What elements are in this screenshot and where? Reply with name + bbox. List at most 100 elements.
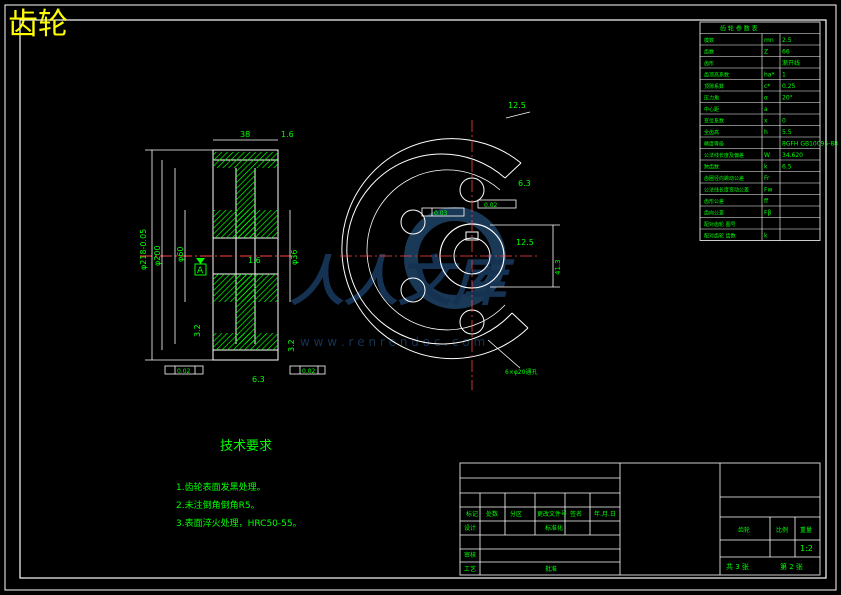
rough-16b: 1.6 (248, 256, 261, 265)
hole-2 (400, 209, 426, 235)
title-block-text: 标记 处数 分区 更改文件号 签名 年.月.日 设计 标准化 审核 工艺 批准 … (464, 510, 813, 573)
section-view (140, 149, 300, 361)
param-name: 中心距 (704, 106, 719, 113)
param-name: 配对齿轮 齿数 (704, 233, 736, 240)
param-value: 0.25 (782, 83, 796, 90)
outer-rim-arc (341, 138, 529, 360)
param-symbol: k (764, 233, 768, 240)
param-symbol: x (764, 118, 768, 125)
inner-border (19, 19, 827, 579)
param-name: 齿向公差 (704, 210, 724, 217)
tb-h2: 处数 (486, 510, 498, 518)
tb-scale: 1:2 (800, 544, 813, 553)
hole-3 (400, 277, 426, 303)
gdt-value-3: 0.03 (434, 210, 448, 217)
rough-16a: 1.6 (281, 130, 294, 139)
param-symbol: Fr (764, 175, 770, 182)
front-centerlines (340, 120, 540, 390)
rough-63b: 6.3 (518, 179, 531, 188)
dim-phi218: φ218-0.05 (139, 229, 148, 270)
param-name: 齿顶高系数 (704, 72, 729, 79)
param-symbol: Z (764, 49, 768, 56)
hatch-web-bottom (236, 274, 255, 344)
front-dim-labels: 12.5 12.5 41.3 6.3 6×φ20通孔 0.03 0.02 (434, 101, 562, 376)
dim-width: 38 (240, 130, 250, 139)
datum-label: A (197, 266, 204, 276)
rough-125a: 12.5 (508, 101, 526, 110)
param-value: 5.5 (782, 129, 792, 136)
hatch-rim-top (213, 152, 278, 168)
dimension-labels-left: 38 φ218-0.05 φ200 φ60 φ36 1.6 1.6 3.2 3.… (139, 130, 299, 384)
param-name: 齿形公差 (704, 198, 724, 205)
tb-h3: 分区 (510, 510, 522, 518)
hatch-rim-bottom (213, 333, 278, 350)
hatch-hub-top (213, 210, 278, 238)
rough-125b: 12.5 (516, 238, 534, 247)
tb-process: 工艺 (464, 565, 476, 573)
rough-32b: 3.2 (287, 339, 296, 352)
section-hatching (213, 152, 278, 350)
param-value: 1 (782, 72, 786, 79)
param-name: 公法线长度及偏差 (704, 152, 744, 159)
outer-border (4, 4, 837, 591)
tb-scale-h: 比例 (776, 526, 788, 534)
param-name: 公法线长度变动公差 (704, 187, 749, 194)
param-name: 变位系数 (704, 118, 724, 125)
param-name: 齿圈径向跳动公差 (704, 175, 744, 182)
tech-item-3: 3.表面淬火处理，HRC50-55。 (176, 517, 302, 529)
param-symbol: h (764, 129, 768, 136)
param-name: 顶隙系数 (704, 83, 724, 90)
dim-phi200: φ200 (153, 245, 162, 266)
param-name: 全齿高 (704, 129, 719, 136)
param-name: 压力角 (704, 95, 719, 102)
tech-requirements: 技术要求 1.齿轮表面发黑处理。 2.未注倒角倒角R5。 3.表面淬火处理，HR… (176, 439, 302, 529)
param-symbol: k (764, 164, 768, 171)
dim-bore: φ36 (290, 250, 299, 265)
tb-name: 齿轮 (738, 526, 750, 534)
cut-edge-bottom (511, 312, 529, 329)
param-value: 66 (782, 49, 790, 56)
tb-weight-h: 重量 (800, 526, 812, 534)
param-symbol: α (764, 95, 768, 102)
param-value: 8GFH GB10095-88 (782, 141, 838, 148)
gdt-frames-left (164, 365, 326, 375)
param-symbol: Fβ (764, 210, 771, 217)
param-symbol: mn (764, 37, 774, 44)
tech-heading: 技术要求 (220, 439, 272, 454)
param-value: 34.620 (782, 152, 803, 159)
param-value: 6.5 (782, 164, 792, 171)
tb-h5: 签名 (570, 510, 582, 518)
gdt-value-1: 0.02 (177, 368, 191, 375)
param-symbol: ff (764, 198, 769, 205)
datum-triangle (196, 258, 205, 264)
param-value: 0 (782, 118, 786, 125)
pitch-arc (366, 169, 506, 331)
param-name: 精度等级 (704, 141, 724, 148)
watermark: 人人文库 w w w . r e n r e n d o c . c o m (290, 207, 515, 349)
watermark-brand: 人人文库 (290, 250, 515, 313)
tb-designer: 设计 (464, 524, 476, 532)
dimensions-left (145, 139, 291, 361)
param-symbol: Fw (764, 187, 772, 194)
watermark-url: w w w . r e n r e n d o c . c o m (300, 335, 485, 349)
title-block (459, 462, 821, 576)
param-name: 跨齿数 (704, 164, 719, 171)
tb-h4: 更改文件号 (537, 510, 567, 518)
param-symbol: c* (764, 83, 770, 90)
rough-63a: 6.3 (252, 375, 265, 384)
gdt-value-2: 0.02 (302, 368, 316, 375)
tech-item-2: 2.未注倒角倒角R5。 (176, 499, 260, 511)
holes-note: 6×φ20通孔 (505, 368, 537, 376)
param-name: 配对齿轮 图号 (704, 221, 736, 228)
rough-32a: 3.2 (193, 324, 202, 337)
tb-approve: 批准 (545, 565, 557, 573)
gear-outline (212, 149, 279, 361)
inner-rim-arc (346, 153, 513, 345)
param-value: 2.5 (782, 37, 792, 44)
dim-phi-hub: φ60 (176, 247, 185, 262)
front-dims (421, 111, 560, 369)
tb-sheets: 共 3 张 (726, 562, 749, 571)
cut-edge-top (504, 162, 522, 179)
front-view (341, 138, 529, 360)
